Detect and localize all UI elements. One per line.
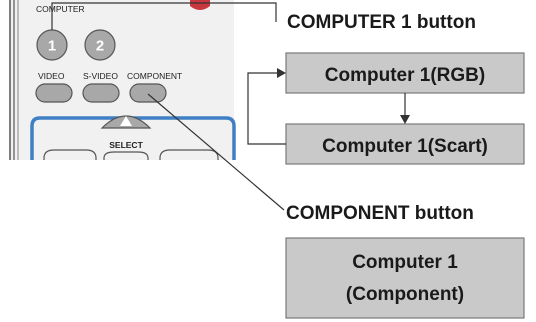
computer-section-label: COMPUTER xyxy=(36,4,85,14)
computer1-button-callout: COMPUTER 1 button xyxy=(287,12,476,33)
box-computer1-scart xyxy=(285,123,525,165)
arrow-rgb-to-scart-head xyxy=(400,115,410,124)
computer-2-button-label: 2 xyxy=(96,38,104,55)
component-label: COMPONENT xyxy=(127,71,182,81)
component-button-callout: COMPONENT button xyxy=(286,203,474,224)
select-button-partial xyxy=(103,151,149,160)
computer-1-button-label: 1 xyxy=(48,38,56,55)
arrow-scart-to-rgb-head xyxy=(277,68,286,78)
video-button xyxy=(35,83,73,103)
computer-2-button xyxy=(84,29,116,61)
box-computer1-scart-label: Computer 1(Scart) xyxy=(322,136,488,157)
svideo-button xyxy=(82,83,120,103)
box-computer1-rgb-label: Computer 1(RGB) xyxy=(325,65,485,86)
component-button xyxy=(129,83,167,103)
box-computer1-component-label-line1: Computer 1 xyxy=(352,252,458,273)
select-label: SELECT xyxy=(109,140,143,150)
up-arrow-icon xyxy=(120,116,132,126)
remote-control: COMPUTER 1 2 VIDEO S-VIDEO COMPONENT SEL… xyxy=(9,0,236,160)
arrow-scart-to-rgb xyxy=(247,72,286,145)
box-computer1-component xyxy=(285,237,525,319)
svideo-label: S-VIDEO xyxy=(83,71,118,81)
box-computer1-rgb xyxy=(285,52,525,94)
box-computer1-component-label-line2: (Component) xyxy=(346,284,464,305)
computer1-leader-line xyxy=(51,2,277,30)
video-label: VIDEO xyxy=(38,71,65,81)
component-leader-line xyxy=(147,93,285,211)
remote-body xyxy=(10,0,234,160)
right-button-partial xyxy=(159,149,219,160)
left-button-partial xyxy=(43,149,97,160)
